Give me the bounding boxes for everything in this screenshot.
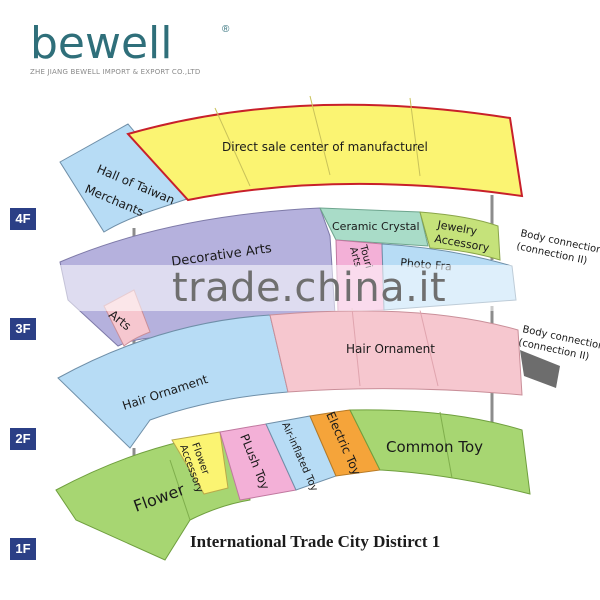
registered-mark: ® [222,24,230,35]
floor-tag-3f: 3F [10,318,36,340]
floor-tag-4f: 4F [10,208,36,230]
label-ceramic-crystal: Ceramic Crystal [332,220,420,233]
floor-4f: Hall of Taiwan Merchants Direct sale cen… [59,95,524,233]
watermark-text: trade.china.it [172,265,447,311]
body-connection-2f [520,350,560,388]
floor-2f: Hair Ornament Hair Ornament Body connect… [57,307,600,449]
label-common-toy: Common Toy [386,438,483,456]
zone-ceramic-crystal [319,207,429,247]
label-hair-ornament-right: Hair Ornament [346,342,435,356]
zone-flower-accessory [171,431,229,495]
zone-direct-sale-center [126,103,524,202]
watermark-band: trade.china.it [0,265,600,311]
brand-header: bewell ® ZHE JIANG BEWELL IMPORT & EXPOR… [30,22,240,82]
label-tourist-arts: Arts [347,246,363,268]
zone-jewelry-accessory [419,211,501,261]
floor-tag-1f: 1F [10,538,36,560]
district-title: International Trade City Distirct 1 [190,532,441,551]
zone-common-toy [349,409,531,495]
floor-1f: Flower Flower Accessory PLush Toy Air-in… [55,409,531,561]
label-direct-sale: Direct sale center of manufacturel [222,140,428,154]
company-name: ZHE JIANG BEWELL IMPORT & EXPORT CO.,LTD [30,68,201,76]
zone-hall-of-taiwan [59,123,191,233]
bewell-logo: bewell [30,18,173,69]
floor-tag-2f: 2F [10,428,36,450]
